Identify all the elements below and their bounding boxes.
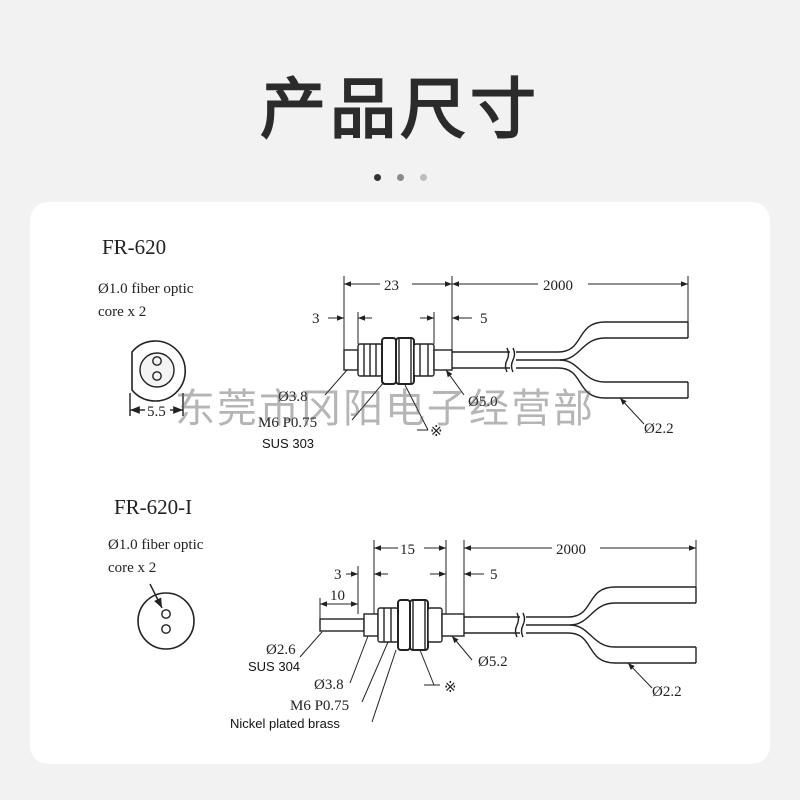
dimension-lines bbox=[299, 540, 697, 723]
carousel-dot-3[interactable] bbox=[419, 174, 427, 181]
dim-probe-length: 10 bbox=[330, 588, 345, 604]
sensor-head bbox=[343, 337, 453, 385]
model-label: FR-620 bbox=[102, 235, 166, 259]
dim-probe-diameter: Ø2.6 bbox=[266, 642, 296, 658]
fiber-cable bbox=[464, 586, 697, 664]
end-view bbox=[137, 583, 195, 650]
dim-cable-diameter: Ø2.2 bbox=[644, 421, 674, 437]
probe-material-spec: SUS 304 bbox=[248, 659, 300, 674]
dim-tip-length: 3 bbox=[334, 567, 342, 583]
page-title: 产品尺寸 bbox=[260, 71, 540, 148]
thread-spec: M6 P0.75 bbox=[290, 698, 349, 714]
note-mark: ※ bbox=[444, 680, 457, 696]
dim-cable-diameter: Ø2.2 bbox=[652, 684, 682, 700]
carousel-dot-2[interactable] bbox=[396, 174, 404, 181]
dim-cable-length: 2000 bbox=[543, 278, 573, 294]
diagram-fr-620: FR-620 Ø1.0 fiber optic core x 2 5.5 bbox=[98, 235, 689, 451]
diagram-fr-620-i: FR-620-I Ø1.0 fiber optic core x 2 bbox=[108, 495, 697, 731]
dim-body-diameter: Ø5.0 bbox=[468, 394, 498, 410]
end-view bbox=[129, 340, 186, 416]
core-note-line2: core x 2 bbox=[98, 304, 146, 320]
carousel-dots bbox=[0, 168, 800, 186]
dim-tip-length: 3 bbox=[312, 311, 320, 327]
core-note-line1: Ø1.0 fiber optic bbox=[108, 537, 204, 553]
model-label: FR-620-I bbox=[114, 495, 192, 519]
dim-width: 5.5 bbox=[147, 404, 166, 420]
dim-tip-diameter: Ø3.8 bbox=[278, 389, 308, 405]
sensor-head bbox=[319, 599, 465, 651]
core-note-line2: core x 2 bbox=[108, 560, 156, 576]
material-spec: Nickel plated brass bbox=[230, 716, 340, 731]
dimension-lines bbox=[324, 276, 689, 431]
thread-spec: M6 P0.75 bbox=[258, 415, 317, 431]
core-note-line1: Ø1.0 fiber optic bbox=[98, 281, 194, 297]
material-spec: SUS 303 bbox=[262, 436, 314, 451]
dim-cable-length: 2000 bbox=[556, 542, 586, 558]
dim-body-length: 15 bbox=[400, 542, 415, 558]
watermark: 东莞市冈阳电子经营部 bbox=[175, 386, 595, 432]
dimension-card bbox=[30, 202, 770, 764]
dim-body-diameter: Ø5.2 bbox=[478, 654, 508, 670]
fiber-cable bbox=[452, 321, 689, 399]
carousel-dot-1[interactable] bbox=[373, 174, 381, 181]
dim-tip-diameter: Ø3.8 bbox=[314, 677, 344, 693]
dim-sleeve-length: 5 bbox=[480, 311, 488, 327]
note-mark: ※ bbox=[430, 424, 443, 440]
dim-sleeve-length: 5 bbox=[490, 567, 498, 583]
dim-body-length: 23 bbox=[384, 278, 399, 294]
